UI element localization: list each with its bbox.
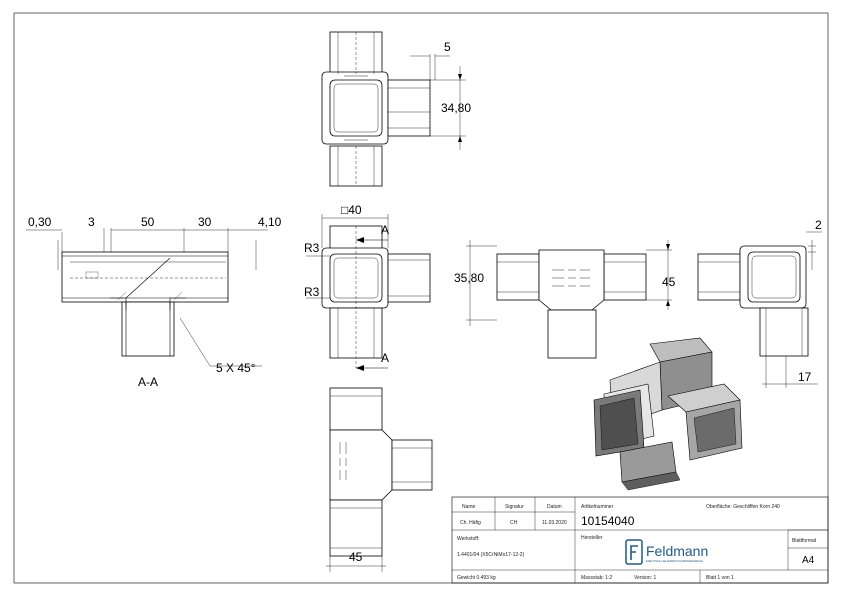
center-view — [306, 214, 431, 371]
tb-scale: Massstab: 1:2 — [581, 575, 612, 581]
tb-sheet-format: A4 — [802, 555, 815, 566]
cut-marker-bottom: A — [381, 351, 389, 365]
tb-article-label: Artikelnummer — [581, 504, 614, 510]
company-logo: Feldmann EDELSTAHL GELÄNDER SCHWEISSERZE… — [625, 539, 708, 565]
dim-side-depth: 17 — [798, 370, 812, 384]
dim-section-length-a: 50 — [141, 215, 155, 229]
tb-material-value: 1.4401/04 (X5CrNiMo17-12-2) — [457, 552, 525, 558]
company-tagline: EDELSTAHL GELÄNDER SCHWEISSERZEUGE — [646, 559, 703, 563]
company-name: Feldmann — [646, 543, 708, 559]
tb-sheet-format-label: Blattformat — [792, 538, 817, 544]
cut-marker-top: A — [381, 223, 389, 237]
title-block — [451, 496, 829, 584]
dim-section-wall: 0,30 — [28, 215, 52, 229]
chamfer-note: 5 X 45° — [216, 361, 256, 375]
dim-bottom-width: 45 — [349, 550, 363, 564]
dim-section-length-b: 30 — [198, 215, 212, 229]
tb-material-label: Werkstoff: — [457, 536, 479, 542]
dim-front-outer-height: 45 — [662, 275, 676, 289]
tb-weight: Gewicht 0.493 kg — [457, 575, 496, 581]
isometric-render — [593, 337, 743, 491]
dim-front-inner-height: 35,80 — [454, 271, 484, 285]
tb-header-date: Datum — [547, 504, 562, 510]
top-view — [321, 31, 466, 187]
dim-section-step: 3 — [88, 215, 95, 229]
tb-sheet-count: Blatt 1 von 1 — [706, 575, 734, 581]
sheet-border — [13, 12, 829, 584]
tb-drawn-date: 11.03.2020 — [542, 520, 567, 526]
dim-square-size: □40 — [341, 203, 362, 217]
section-view — [26, 228, 268, 367]
tb-article-number: 10154040 — [581, 514, 635, 528]
tb-drawn-signature: CH — [510, 520, 518, 526]
side-view — [697, 231, 822, 388]
dim-section-end: 4,10 — [258, 215, 282, 229]
dim-top-height: 34,80 — [441, 101, 471, 115]
dim-radius-upper: R3 — [304, 241, 320, 255]
tb-header-name: Name — [462, 504, 476, 510]
tb-version: Version: 1 — [634, 575, 656, 581]
dim-side-wall: 2 — [815, 218, 822, 232]
tb-manufacturer-label: Hersteller — [581, 535, 603, 541]
front-view — [466, 240, 672, 359]
tb-surface: Oberfläche: Geschliffen Korn 240 — [706, 504, 780, 510]
bottom-view — [326, 387, 433, 572]
dim-radius-lower: R3 — [304, 285, 320, 299]
dim-top-gap: 5 — [444, 40, 451, 54]
tb-header-signature: Signatur — [505, 504, 524, 510]
section-label: A-A — [138, 375, 158, 389]
tb-drawn-name: Ch. Häfig — [460, 520, 481, 526]
